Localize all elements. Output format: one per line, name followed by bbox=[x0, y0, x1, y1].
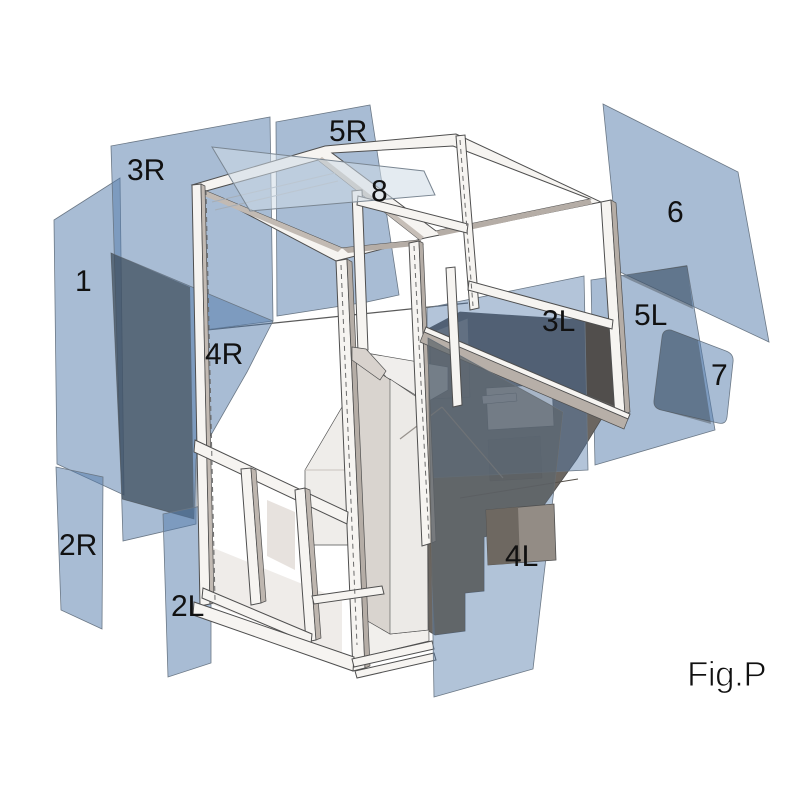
svg-text:3R: 3R bbox=[127, 154, 165, 187]
svg-text:2R: 2R bbox=[59, 529, 97, 562]
svg-text:7: 7 bbox=[711, 359, 728, 392]
svg-text:4R: 4R bbox=[205, 338, 243, 371]
svg-text:Fig.P: Fig.P bbox=[687, 655, 766, 694]
svg-text:2L: 2L bbox=[171, 590, 204, 623]
svg-text:8: 8 bbox=[371, 175, 388, 208]
svg-text:5R: 5R bbox=[329, 115, 367, 148]
svg-text:1: 1 bbox=[75, 265, 92, 298]
svg-text:4L: 4L bbox=[505, 540, 538, 573]
svg-text:3L: 3L bbox=[542, 305, 575, 338]
svg-text:5L: 5L bbox=[634, 299, 667, 332]
svg-text:6: 6 bbox=[667, 196, 684, 229]
